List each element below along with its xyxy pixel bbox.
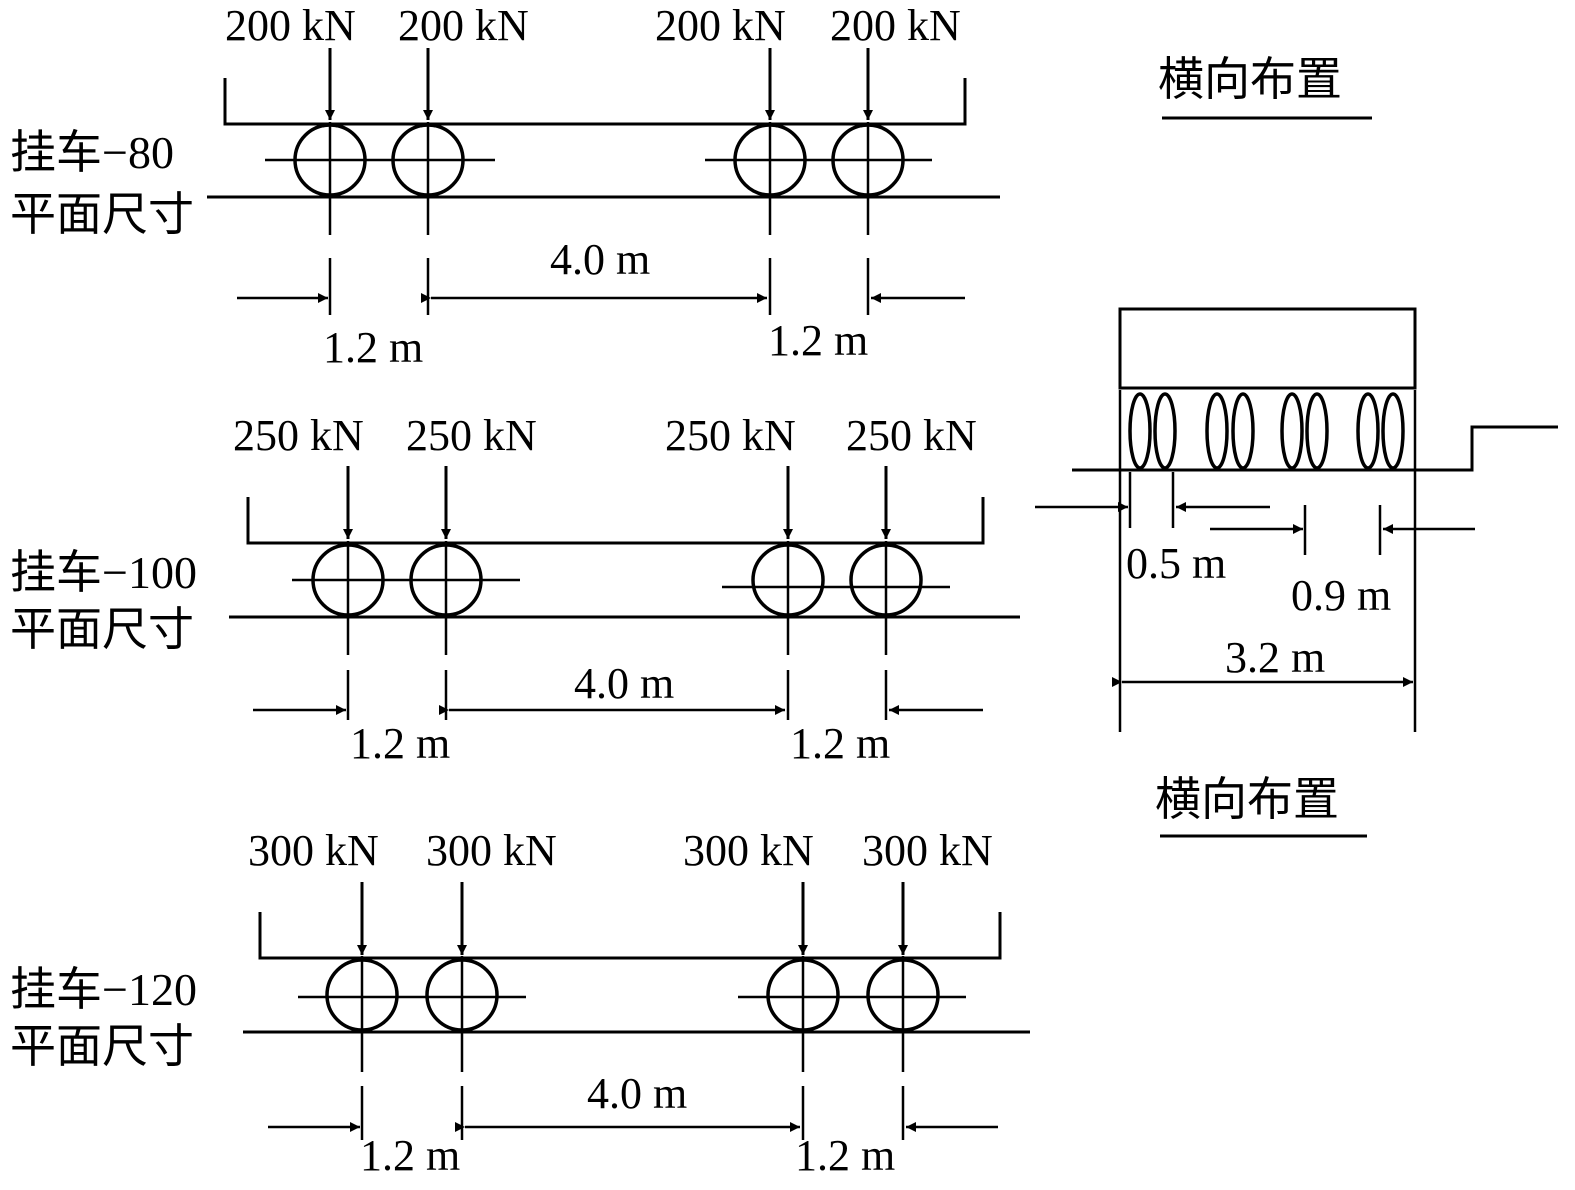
tire-ellipse	[1280, 392, 1304, 470]
panel-trailer-100: 挂车−100 平面尺寸 250 kN 250 kN 250 kN 250 kN …	[10, 411, 1020, 768]
panel-subtitle: 平面尺寸	[10, 189, 194, 240]
dimension-label: 1.2 m	[768, 316, 868, 365]
load-label: 200 kN	[225, 1, 356, 50]
panel-name: 挂车−120	[10, 964, 197, 1015]
dimension-label: 0.9 m	[1291, 571, 1391, 620]
dimension-label: 1.2 m	[795, 1131, 895, 1180]
load-label: 300 kN	[683, 826, 814, 875]
dimension-label: 4.0 m	[574, 659, 674, 708]
trailer-body	[1118, 307, 1417, 390]
dimension-label: 1.2 m	[350, 719, 450, 768]
transverse-title-top: 横向布置	[1158, 54, 1342, 105]
tire-ellipse	[1128, 392, 1152, 470]
dimension-label: 1.2 m	[323, 323, 423, 372]
tire-ellipse	[1305, 392, 1329, 470]
load-label: 200 kN	[830, 1, 961, 50]
panel-name: 挂车−80	[10, 127, 174, 178]
load-label: 200 kN	[655, 1, 786, 50]
transverse-arrangement: 横向布置 0.5 m 0.9 m 3.2 m 横向布置	[1035, 54, 1558, 838]
load-label: 250 kN	[406, 411, 537, 460]
tire-ellipse	[1231, 392, 1255, 470]
dimension-label: 4.0 m	[550, 235, 650, 284]
load-label: 300 kN	[248, 826, 379, 875]
transverse-title-bottom: 横向布置	[1155, 774, 1339, 825]
road-surface	[1072, 425, 1558, 472]
tire-ellipse	[1356, 392, 1380, 470]
dimension-label: 4.0 m	[587, 1069, 687, 1118]
load-label: 250 kN	[846, 411, 977, 460]
dimension-label: 1.2 m	[360, 1131, 460, 1180]
dimension-label: 3.2 m	[1225, 633, 1325, 682]
load-label: 200 kN	[398, 1, 529, 50]
tire-ellipse	[1153, 392, 1177, 470]
panel-name: 挂车−100	[10, 547, 197, 598]
tire-ellipse	[1381, 392, 1405, 470]
panel-subtitle: 平面尺寸	[10, 604, 194, 655]
load-label: 250 kN	[233, 411, 364, 460]
trailer-frame	[223, 78, 967, 126]
panel-trailer-80: 挂车−80 平面尺寸 200 kN 200 kN 200 kN 200 kN	[10, 1, 1000, 372]
panel-trailer-120: 挂车−120 平面尺寸 300 kN 300 kN 300 kN 300 kN …	[10, 826, 1030, 1180]
panel-subtitle: 平面尺寸	[10, 1021, 194, 1072]
dimension-label: 1.2 m	[790, 719, 890, 768]
trailer-frame	[258, 912, 1002, 960]
load-label: 300 kN	[862, 826, 993, 875]
trailer-frame	[246, 497, 985, 545]
tire-ellipse	[1205, 392, 1229, 470]
load-label: 250 kN	[665, 411, 796, 460]
dimension-label: 0.5 m	[1126, 539, 1226, 588]
load-label: 300 kN	[426, 826, 557, 875]
